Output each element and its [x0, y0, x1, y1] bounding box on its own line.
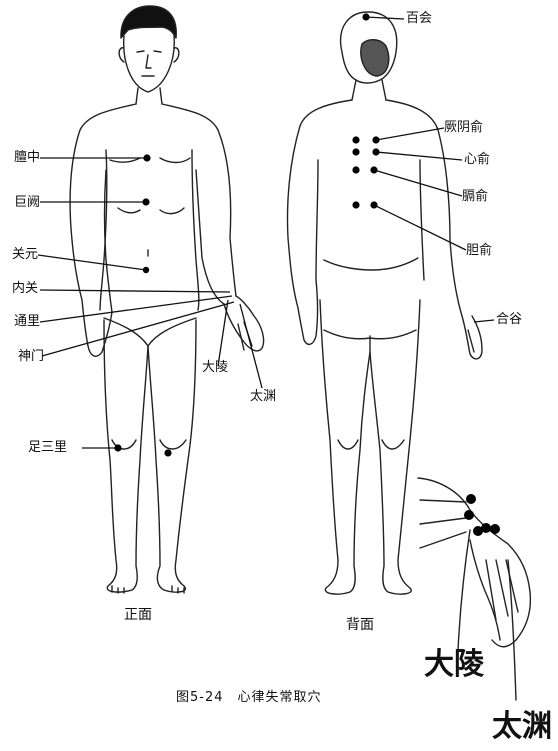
label-guanyuan: 关元: [12, 248, 38, 262]
acupoint-dots: [114, 13, 500, 536]
leader-lines: [38, 17, 494, 448]
label-neiguan: 内关: [12, 282, 38, 296]
figure-caption: 图5-24 心律失常取穴: [176, 686, 322, 705]
front-view-label: 正面: [124, 604, 152, 624]
label-juque: 巨阙: [14, 196, 40, 210]
label-baihui: 百会: [406, 12, 432, 26]
label-danshu: 胆俞: [466, 244, 492, 258]
label-tongli: 通里: [14, 315, 40, 329]
inset-label-daling: 大陵: [424, 650, 484, 680]
label-zusanli: 足三里: [28, 441, 67, 455]
back-view-label: 背面: [346, 614, 374, 634]
label-shenmen: 神门: [18, 350, 44, 364]
label-hegu: 合谷: [496, 313, 522, 327]
label-geshu: 膈俞: [462, 190, 488, 204]
back-body-outline: [288, 12, 483, 594]
label-xinshu: 心俞: [464, 153, 490, 167]
label-jueyinshu: 厥阴俞: [444, 121, 483, 135]
label-daling: 大陵: [202, 361, 228, 375]
front-body-outline: [70, 6, 264, 593]
label-taiyuan: 太渊: [250, 390, 276, 404]
label-danzhong: 膻中: [14, 151, 40, 165]
inset-label-taiyuan: 太渊: [492, 712, 552, 742]
